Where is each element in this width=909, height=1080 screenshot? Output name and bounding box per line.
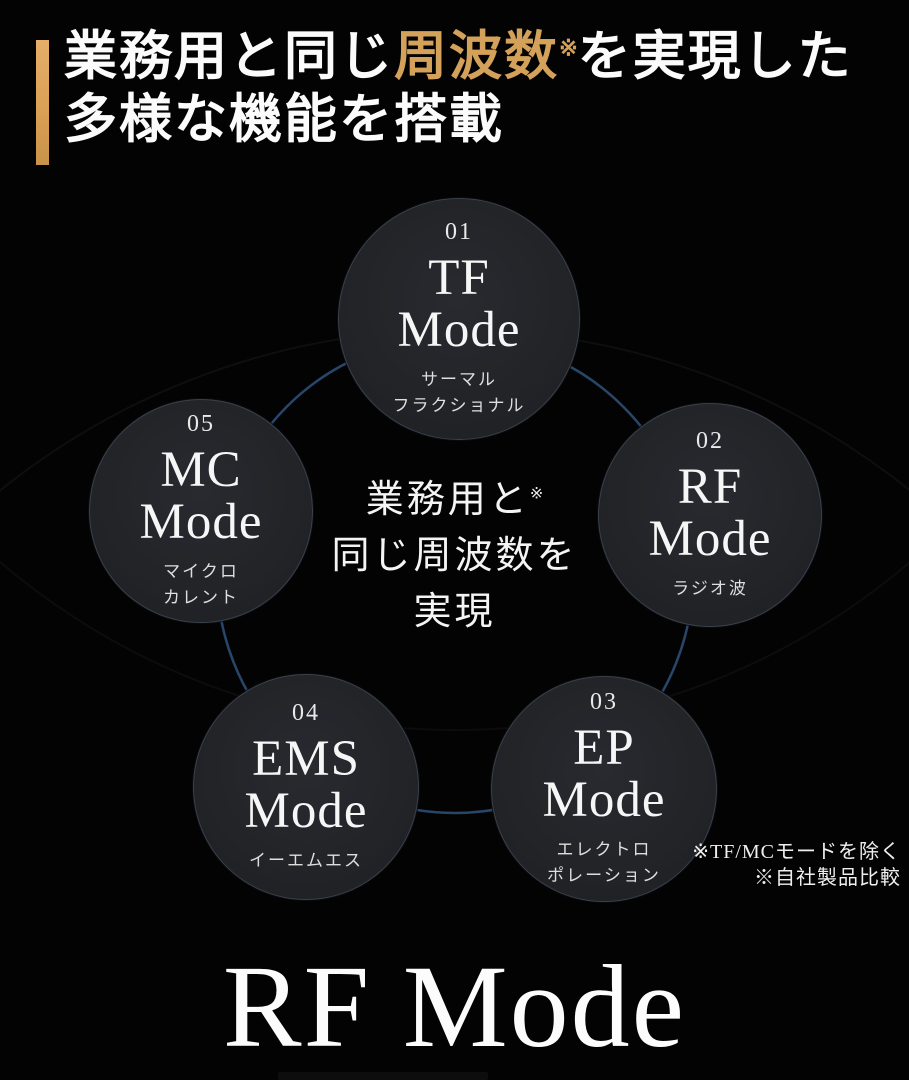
heading-gold-text: 周波数	[394, 28, 559, 86]
mode-circle-ems: 04 EMS Mode イーエムエス	[193, 674, 419, 900]
gold-accent-bar	[36, 40, 49, 165]
heading-text-pre: 業務用と同じ	[64, 28, 394, 86]
mode-subtitle: エレクトロ ポレーション	[547, 837, 661, 888]
page-title: 業務用と同じ周波数※を実現した 多様な機能を搭載	[64, 26, 853, 151]
mode-subtitle-line1: エレクトロ	[556, 840, 652, 860]
mode-subtitle: イーエムエス	[249, 848, 363, 874]
mode-name-line1: RF	[677, 458, 743, 515]
footnotes: ※TF/MCモードを除く ※自社製品比較	[692, 840, 901, 891]
footnote-line1: ※TF/MCモードを除く	[692, 841, 901, 863]
mode-subtitle: ラジオ波	[672, 576, 748, 602]
bottom-cropped-artifact	[278, 1072, 488, 1080]
mode-name-line2: Mode	[397, 302, 521, 358]
mode-circle-rf: 02 RF Mode ラジオ波	[598, 403, 822, 627]
mode-name-line1: EP	[573, 719, 635, 776]
mode-subtitle-line1: ラジオ波	[672, 578, 748, 598]
mode-number: 03	[590, 688, 618, 715]
mode-subtitle: マイクロ カレント	[163, 559, 239, 610]
mode-name-line2: Mode	[542, 772, 666, 828]
decorative-arc	[0, 560, 909, 731]
mode-number: 02	[696, 427, 724, 454]
reference-mark-icon: ※	[559, 35, 578, 61]
mode-name-line1: TF	[428, 249, 490, 306]
mode-subtitle-line2: カレント	[163, 587, 239, 607]
mode-name-line1: EMS	[252, 730, 360, 787]
mode-name-line2: Mode	[648, 510, 772, 567]
mode-circle-ep: 03 EP Mode エレクトロ ポレーション	[491, 676, 717, 902]
bottom-section-title: RF Mode	[222, 941, 687, 1072]
mode-subtitle-line2: ポレーション	[547, 865, 661, 885]
mode-number: 04	[292, 699, 320, 726]
mode-name-line2: Mode	[139, 494, 263, 550]
footnote-line2: ※自社製品比較	[754, 866, 901, 889]
mode-name-line1: MC	[160, 441, 242, 498]
mode-subtitle: サーマル フラクショナル	[393, 367, 526, 418]
mode-number: 05	[187, 410, 215, 437]
heading-line1: 業務用と同じ周波数※を実現した	[64, 26, 853, 89]
mode-circle-mc: 05 MC Mode マイクロ カレント	[89, 399, 313, 623]
mode-subtitle-line1: イーエムエス	[249, 850, 363, 870]
mode-subtitle-line1: マイクロ	[163, 562, 239, 582]
mode-subtitle-line2: フラクショナル	[392, 395, 526, 415]
mode-subtitle-line1: サーマル	[421, 370, 497, 390]
mode-circle-tf: 01 TF Mode サーマル フラクショナル	[338, 198, 580, 440]
heading-text-post: を実現した	[577, 28, 853, 86]
mode-number: 01	[445, 218, 473, 245]
heading-line2: 多様な機能を搭載	[64, 90, 504, 149]
mode-name-line2: Mode	[244, 782, 368, 839]
